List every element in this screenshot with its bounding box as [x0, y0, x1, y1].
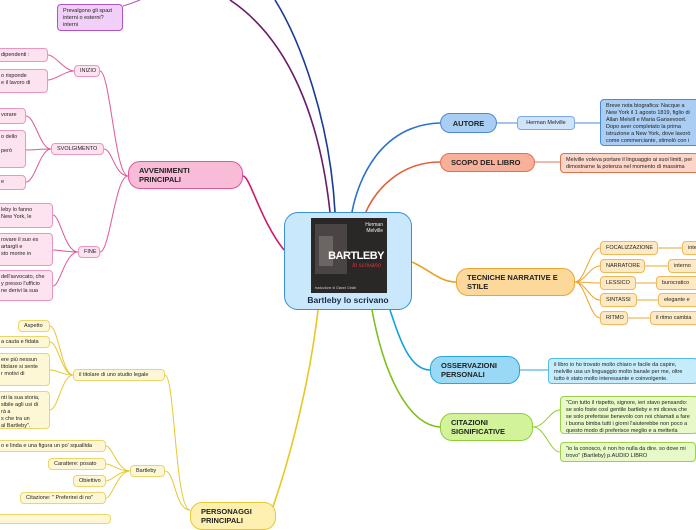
tecnica-sintassi-value[interactable]: elegante e [658, 293, 696, 307]
link-tecniche [411, 261, 457, 283]
avvenimenti-svolgimento[interactable]: SVOLGIMENTO [51, 143, 104, 155]
citazione-2[interactable]: "io la conosco, è non ho nulla da dire. … [560, 442, 696, 462]
svolgimento-item-2[interactable]: o dello però [0, 130, 26, 168]
topic-citazioni[interactable]: CITAZIONI SIGNIFICATIVE [440, 413, 533, 441]
link-purple-top [229, 0, 331, 213]
topic-scopo[interactable]: SCOPO DEL LIBRO [440, 153, 535, 172]
central-topic[interactable]: Herman Melville BARTLEBY lo scrivano tra… [284, 212, 412, 310]
titolare-carattere[interactable]: a cauta e fidata [0, 336, 50, 348]
titolare-note-1[interactable]: ere più nessun titolare si sente r motiv… [0, 353, 50, 386]
topic-tecniche[interactable]: TECNICHE NARRATIVE E STILE [456, 268, 575, 296]
avvenimenti-fine[interactable]: FINE [78, 246, 100, 258]
tecnica-focalizzazione-value[interactable]: interna [682, 241, 696, 255]
tecnica-narratore[interactable]: NARRATORE [600, 259, 645, 273]
link-personaggi [269, 309, 319, 516]
tecnica-focalizzazione[interactable]: FOCALIZZAZIONE [600, 241, 658, 255]
cover-footer: traduzione di Gianni Celati [315, 286, 357, 290]
tecnica-lessico-value[interactable]: burocratico [656, 276, 696, 290]
tecnica-sintassi[interactable]: SINTASSI [600, 293, 637, 307]
personaggio-bartleby[interactable]: Bartleby [130, 465, 165, 477]
link-scopo [364, 161, 441, 215]
cover-subtitle: lo scrivano [352, 263, 381, 269]
tecnica-narratore-value[interactable]: interno [668, 259, 696, 273]
titolare-aspetto[interactable]: Aspetto [18, 320, 50, 332]
topic-avvenimenti[interactable]: AVVENIMENTI PRINCIPALI [128, 161, 243, 189]
topic-autore[interactable]: AUTORE [440, 113, 497, 133]
bartleby-more[interactable] [0, 514, 111, 524]
bartleby-aspetto[interactable]: o e linda e una figura un po' squallida [0, 440, 106, 452]
central-label: Bartleby lo scrivano [307, 295, 389, 305]
bartleby-carattere[interactable]: Carattere: posato [48, 458, 106, 470]
fine-item-2[interactable]: rovare il suo es artargli e sto morire i… [0, 233, 53, 266]
link-autore [351, 122, 441, 213]
titolare-note-2[interactable]: nti la sua storia, sibile agli usi di rà… [0, 391, 50, 429]
fine-item-1[interactable]: leby lo fanno New York, le [0, 203, 53, 228]
spazi-note[interactable]: Prevalgono gli spazi interni o esterni? … [57, 4, 123, 31]
tecnica-ritmo[interactable]: RITMO [600, 311, 628, 325]
avvenimenti-inizio[interactable]: INIZIO [74, 65, 100, 77]
topic-personaggi[interactable]: PERSONAGGI PRINCIPALI [190, 502, 276, 530]
inizio-item-1[interactable]: dipendenti : [0, 48, 48, 62]
link-osservazioni [389, 309, 431, 371]
personaggio-titolare[interactable]: il titolare di uno studio legale [73, 369, 165, 381]
osservazioni-note[interactable]: il libro io ho trovato molto chiaro e fa… [548, 358, 696, 384]
link-navy-top [274, 0, 336, 213]
fine-item-3[interactable]: dell'avvocato, che y presso l'ufficio ne… [0, 270, 53, 301]
link-citazioni [371, 309, 441, 428]
tecnica-lessico[interactable]: LESSICO [600, 276, 636, 290]
bartleby-obiettivo[interactable]: Obiettivo [73, 475, 106, 487]
scopo-note[interactable]: Melville voleva portare il linguaggio ai… [560, 153, 696, 173]
inizio-item-2[interactable]: o risponde e il lavoro di [0, 69, 48, 93]
tecnica-ritmo-value[interactable]: il ritmo cambia [650, 311, 696, 325]
cover-title: BARTLEBY [328, 250, 384, 262]
link-avvenimenti [242, 175, 285, 251]
svolgimento-item-1[interactable]: vorare [0, 108, 26, 124]
autore-herman-melville[interactable]: Herman Melville [517, 116, 575, 130]
citazione-1[interactable]: "Con tutto il rispetto, signore, ieri st… [560, 396, 696, 434]
book-cover-image: Herman Melville BARTLEBY lo scrivano tra… [311, 218, 387, 293]
svolgimento-item-3[interactable]: e [0, 175, 26, 190]
autore-bio-note[interactable]: Breve nota biografica: Nacque a New York… [600, 99, 696, 146]
bartleby-citazione[interactable]: Citazione: " Preferirei di no" [20, 492, 106, 504]
topic-osservazioni[interactable]: OSSERVAZIONI PERSONALI [430, 356, 520, 384]
cover-author: Herman Melville [365, 222, 383, 234]
